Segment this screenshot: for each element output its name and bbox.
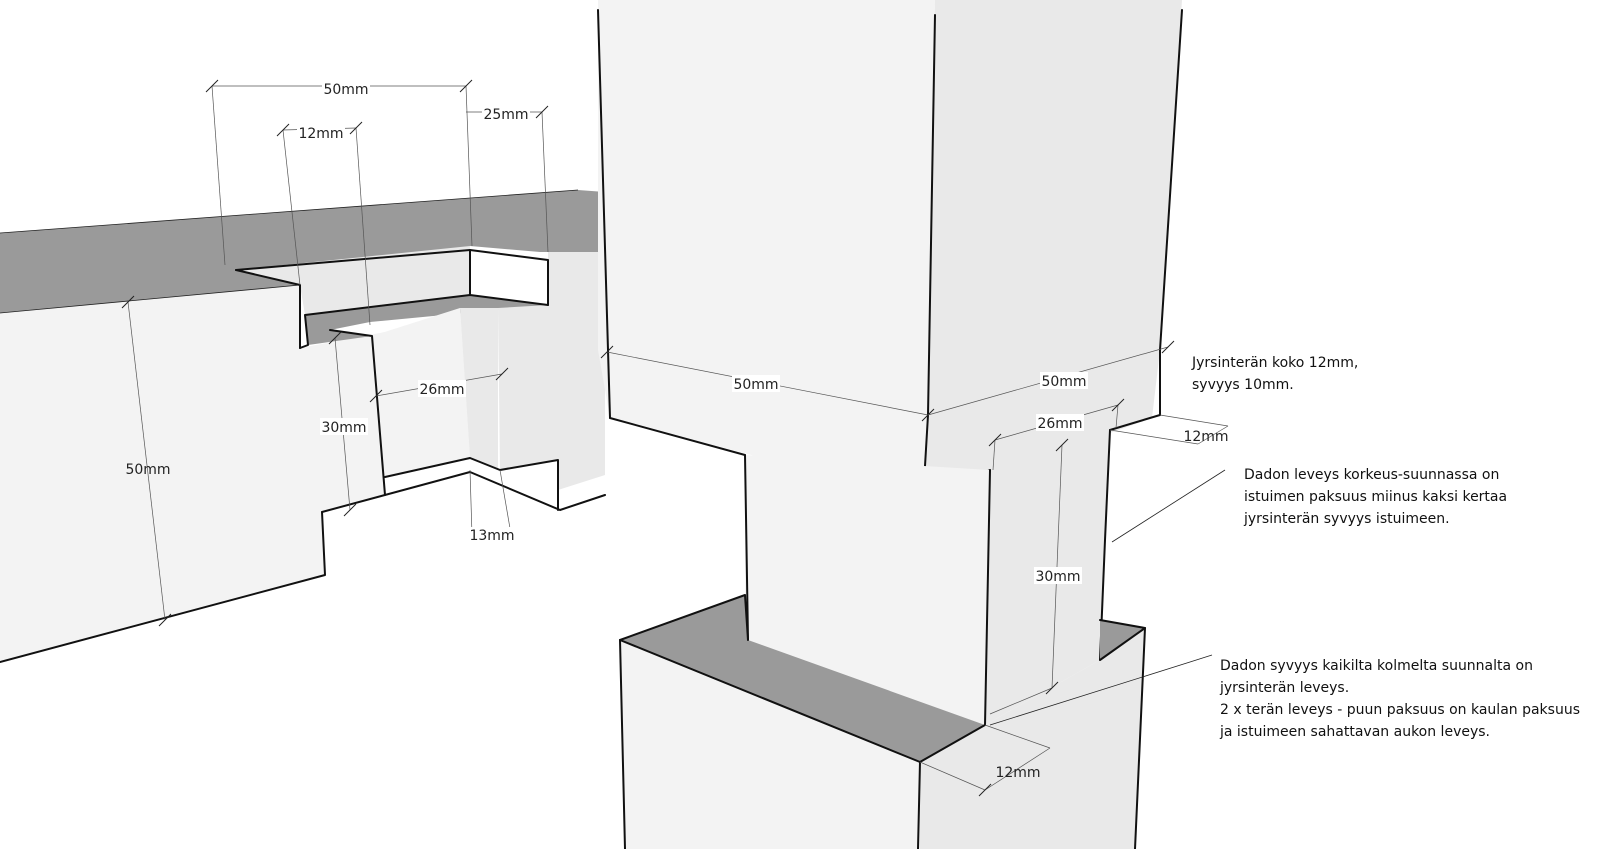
post-side-face — [923, 0, 1182, 500]
dim-right-30: 30mm — [1035, 569, 1080, 585]
dim-right-12-bottom: 12mm — [995, 765, 1040, 781]
dim-top-50: 50mm — [323, 82, 368, 98]
seat-slot-ledge — [305, 295, 548, 345]
note-cutter: Jyrsinterän koko 12mm, syvyys 10mm. — [1192, 352, 1358, 396]
lower-top-face — [620, 595, 985, 762]
note-dado-width-line-2: istuimen paksuus miinus kaksi kertaa — [1244, 489, 1508, 505]
seat-slot-wall-right — [460, 308, 498, 470]
seat-front-face — [0, 285, 385, 662]
lower-front-face — [620, 640, 920, 849]
seat-right-face — [498, 252, 605, 490]
note-dado-width-line-1: Dadon leveys korkeus-suunnassa on — [1244, 467, 1500, 483]
dim-left-26: 26mm — [419, 382, 464, 398]
seat-slot-back — [236, 246, 470, 315]
note-cutter-line-1: Jyrsinterän koko 12mm, — [1192, 355, 1359, 371]
note-dado-width-line-3: jyrsinterän syvyys istuimeen. — [1244, 511, 1450, 527]
dim-left-13: 13mm — [469, 528, 514, 544]
dim-post-50-right: 50mm — [1041, 374, 1086, 390]
dim-top-12: 12mm — [298, 126, 343, 142]
note-dado-width: Dadon leveys korkeus-suunnassa on istuim… — [1244, 464, 1507, 530]
note-dado-depth-line-1: Dadon syvyys kaikilta kolmelta suunnalta… — [1220, 658, 1533, 674]
dim-right-26: 26mm — [1037, 416, 1082, 432]
dim-top-25: 25mm — [483, 107, 528, 123]
dim-left-30: 30mm — [321, 420, 366, 436]
note-dado-depth-line-2: jyrsinterän leveys. — [1220, 680, 1350, 696]
seat-board — [0, 189, 606, 663]
note-dado-depth: Dadon syvyys kaikilta kolmelta suunnalta… — [1220, 655, 1580, 743]
dim-right-12-top: 12mm — [1183, 429, 1228, 445]
dim-left-50: 50mm — [125, 462, 170, 478]
lower-side-face — [920, 628, 1145, 849]
dim-post-50-left: 50mm — [733, 377, 778, 393]
note-dado-depth-line-4: ja istuimeen sahattavan aukon leveys. — [1220, 724, 1490, 740]
note-dado-depth-line-3: 2 x terän leveys - puun paksuus on kaula… — [1220, 702, 1581, 718]
seat-top-face — [0, 190, 605, 313]
lower-top-face-right — [1100, 620, 1145, 660]
neck-front-face — [745, 455, 990, 725]
post-upper — [597, 0, 1183, 501]
dimension-labels: 50mm 12mm 25mm 26mm 30mm 50mm 13mm 50mm … — [125, 80, 1229, 781]
post-front-face — [598, 0, 935, 500]
post-lower — [619, 594, 1146, 849]
note-cutter-line-2: syvyys 10mm. — [1192, 377, 1294, 393]
